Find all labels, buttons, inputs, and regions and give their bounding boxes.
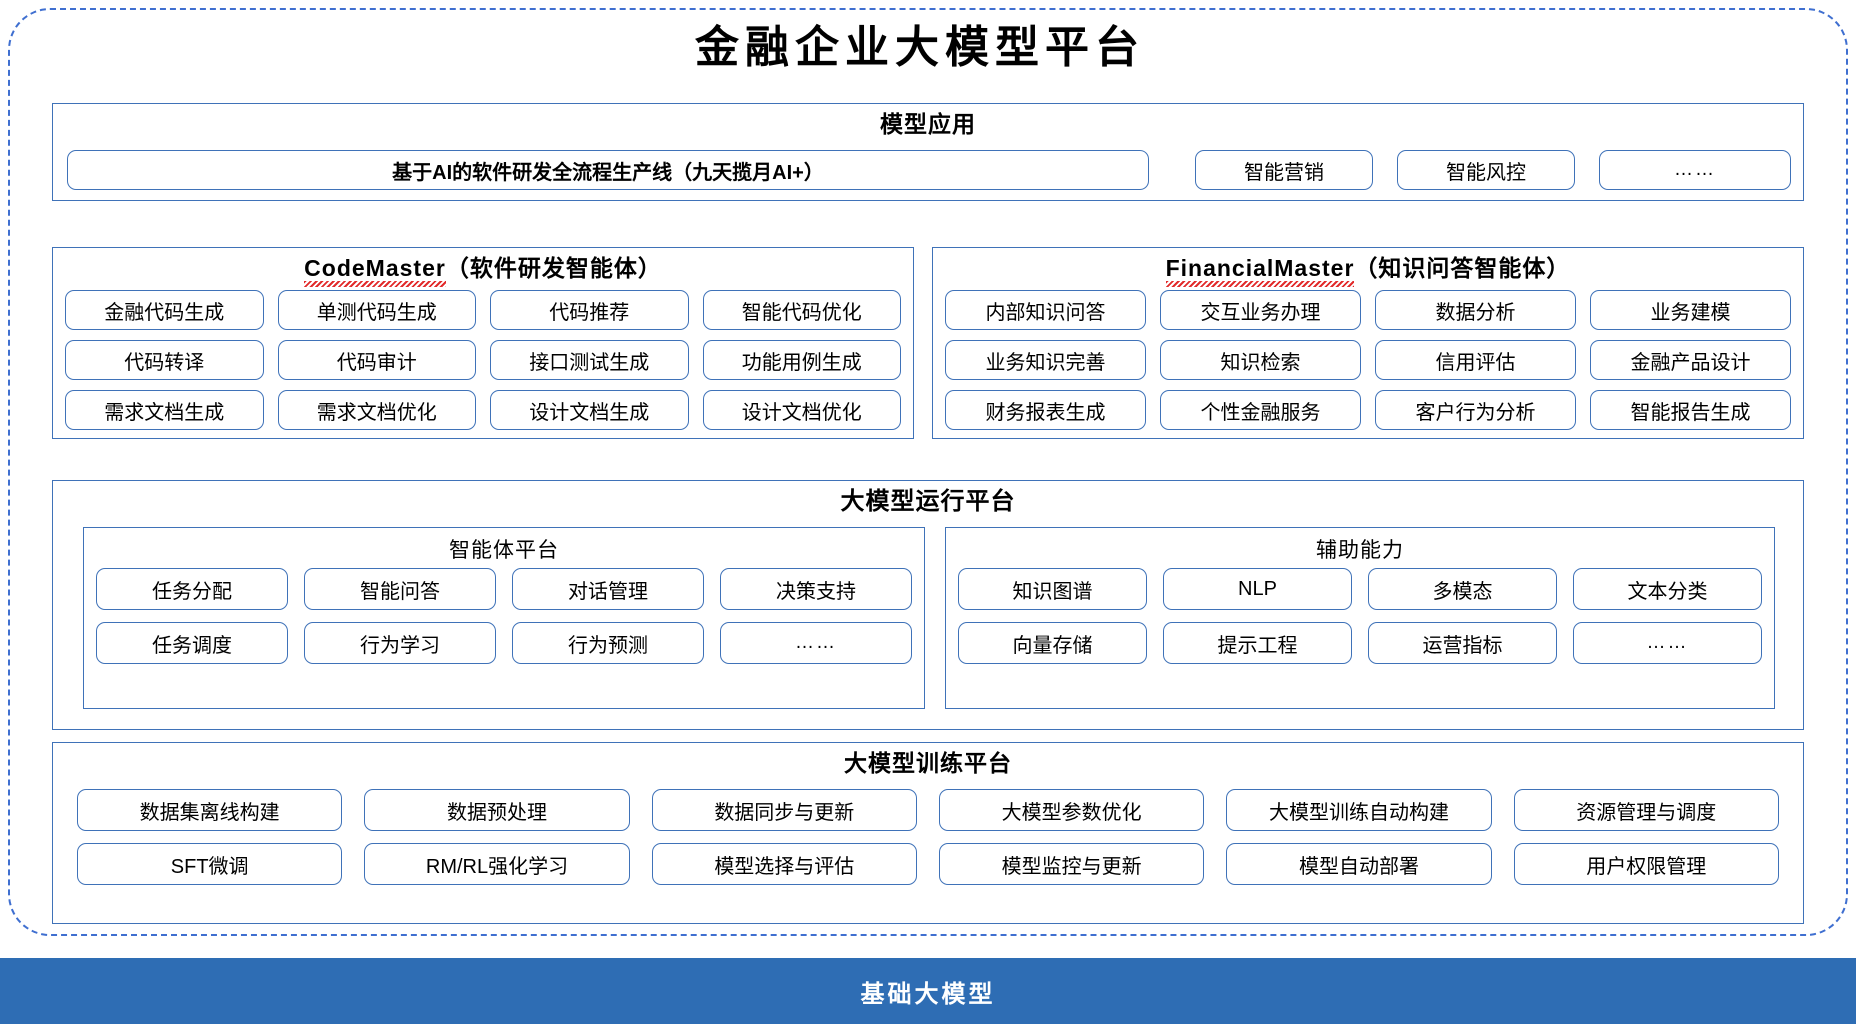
codemaster-row-2: 代码转译 代码审计 接口测试生成 功能用例生成: [65, 340, 901, 380]
training-chip[interactable]: 模型监控与更新: [938, 843, 1205, 885]
financialmaster-chip[interactable]: 智能报告生成: [1590, 390, 1791, 430]
financialmaster-chip[interactable]: 内部知识问答: [945, 290, 1146, 330]
app-item-smart-risk-control[interactable]: 智能风控: [1397, 150, 1575, 190]
codemaster-chip[interactable]: 设计文档优化: [702, 390, 901, 430]
foundation-model-bar: 基础大模型: [0, 958, 1856, 1024]
training-platform-panel: 大模型训练平台 数据集离线构建 数据预处理 数据同步与更新 大模型参数优化 大模…: [52, 742, 1804, 924]
runtime-platform-panel: 大模型运行平台 智能体平台 任务分配 智能问答 对话管理 决策支持 任务调度 行…: [52, 480, 1804, 730]
codemaster-name-en: CodeMaster: [304, 255, 446, 281]
financialmaster-chip[interactable]: 交互业务办理: [1160, 290, 1361, 330]
agent-platform-chip-ellipsis[interactable]: ……: [720, 622, 912, 664]
codemaster-name-en-wrap: CodeMaster: [304, 255, 446, 287]
codemaster-chip[interactable]: 代码转译: [65, 340, 264, 380]
financialmaster-chip[interactable]: 客户行为分析: [1375, 390, 1576, 430]
assist-capability-row-2: 向量存储 提示工程 运营指标 ……: [958, 622, 1762, 664]
codemaster-chip[interactable]: 金融代码生成: [65, 290, 264, 330]
assist-capability-chip[interactable]: 向量存储: [958, 622, 1147, 664]
assist-capability-chip[interactable]: 多模态: [1368, 568, 1557, 610]
agent-platform-chip[interactable]: 行为学习: [304, 622, 496, 664]
financialmaster-chip[interactable]: 知识检索: [1160, 340, 1361, 380]
runtime-platform-title: 大模型运行平台: [840, 488, 1016, 515]
spellcheck-underline-icon: [304, 280, 446, 287]
assist-capability-row-1: 知识图谱 NLP 多模态 文本分类: [958, 568, 1762, 610]
assist-capability-grid: 知识图谱 NLP 多模态 文本分类 向量存储 提示工程 运营指标 ……: [958, 568, 1762, 664]
assist-capability-chip[interactable]: 知识图谱: [958, 568, 1147, 610]
financialmaster-panel: FinancialMaster（知识问答智能体） 内部知识问答 交互业务办理 数…: [932, 247, 1804, 439]
codemaster-capability-grid: 金融代码生成 单测代码生成 代码推荐 智能代码优化 代码转译 代码审计 接口测试…: [65, 290, 901, 430]
assist-capability-chip[interactable]: 文本分类: [1573, 568, 1762, 610]
codemaster-title: CodeMaster（软件研发智能体）: [53, 248, 913, 287]
agent-platform-chip[interactable]: 智能问答: [304, 568, 496, 610]
financialmaster-title: FinancialMaster（知识问答智能体）: [933, 248, 1803, 287]
training-chip[interactable]: 模型自动部署: [1226, 843, 1492, 885]
app-item-smart-marketing[interactable]: 智能营销: [1195, 150, 1373, 190]
assist-capability-title: 辅助能力: [1316, 539, 1404, 562]
codemaster-name-cn: （软件研发智能体）: [445, 255, 662, 281]
financialmaster-capability-grid: 内部知识问答 交互业务办理 数据分析 业务建模 业务知识完善 知识检索 信用评估…: [945, 290, 1791, 430]
agent-platform-row-2: 任务调度 行为学习 行为预测 ……: [96, 622, 912, 664]
application-layer-title: 模型应用: [880, 111, 976, 137]
agent-platform-chip[interactable]: 任务调度: [96, 622, 288, 664]
assist-capability-subpanel: 辅助能力 知识图谱 NLP 多模态 文本分类 向量存储 提示工程 运营指标 ……: [945, 527, 1775, 709]
codemaster-chip[interactable]: 需求文档生成: [65, 390, 264, 430]
agent-platform-chip[interactable]: 决策支持: [720, 568, 912, 610]
financialmaster-chip[interactable]: 业务建模: [1590, 290, 1791, 330]
codemaster-chip[interactable]: 接口测试生成: [490, 340, 689, 380]
agent-platform-grid: 任务分配 智能问答 对话管理 决策支持 任务调度 行为学习 行为预测 ……: [96, 568, 912, 664]
codemaster-row-1: 金融代码生成 单测代码生成 代码推荐 智能代码优化: [65, 290, 901, 330]
financialmaster-name-en-wrap: FinancialMaster: [1165, 255, 1355, 287]
training-chip[interactable]: 大模型训练自动构建: [1226, 789, 1492, 831]
codemaster-row-3: 需求文档生成 需求文档优化 设计文档生成 设计文档优化: [65, 390, 901, 430]
financialmaster-row-1: 内部知识问答 交互业务办理 数据分析 业务建模: [945, 290, 1791, 330]
training-chip[interactable]: SFT微调: [77, 843, 343, 885]
financialmaster-row-2: 业务知识完善 知识检索 信用评估 金融产品设计: [945, 340, 1791, 380]
codemaster-chip[interactable]: 代码推荐: [490, 290, 689, 330]
agent-platform-title: 智能体平台: [449, 539, 559, 562]
codemaster-chip[interactable]: 需求文档优化: [277, 390, 476, 430]
training-row-1: 数据集离线构建 数据预处理 数据同步与更新 大模型参数优化 大模型训练自动构建 …: [77, 789, 1779, 831]
training-chip[interactable]: 用户权限管理: [1513, 843, 1779, 885]
assist-capability-chip[interactable]: NLP: [1163, 568, 1352, 610]
training-chip[interactable]: 大模型参数优化: [938, 789, 1205, 831]
financialmaster-chip[interactable]: 数据分析: [1375, 290, 1576, 330]
financialmaster-chip[interactable]: 信用评估: [1375, 340, 1576, 380]
codemaster-chip[interactable]: 代码审计: [277, 340, 476, 380]
codemaster-chip[interactable]: 智能代码优化: [702, 290, 901, 330]
training-row-2: SFT微调 RM/RL强化学习 模型选择与评估 模型监控与更新 模型自动部署 用…: [77, 843, 1779, 885]
agent-platform-subpanel: 智能体平台 任务分配 智能问答 对话管理 决策支持 任务调度 行为学习 行为预测…: [83, 527, 925, 709]
financialmaster-chip[interactable]: 个性金融服务: [1160, 390, 1361, 430]
codemaster-chip[interactable]: 设计文档生成: [490, 390, 689, 430]
assist-capability-chip[interactable]: 提示工程: [1163, 622, 1352, 664]
financialmaster-name-en: FinancialMaster: [1165, 255, 1355, 281]
training-chip[interactable]: 数据预处理: [364, 789, 630, 831]
financialmaster-chip[interactable]: 业务知识完善: [945, 340, 1146, 380]
training-chip[interactable]: 模型选择与评估: [651, 843, 917, 885]
training-platform-title: 大模型训练平台: [844, 750, 1012, 776]
app-item-ellipsis[interactable]: ……: [1599, 150, 1791, 190]
foundation-divider: [0, 952, 1856, 954]
financialmaster-chip[interactable]: 金融产品设计: [1590, 340, 1791, 380]
training-chip[interactable]: RM/RL强化学习: [364, 843, 630, 885]
training-platform-grid: 数据集离线构建 数据预处理 数据同步与更新 大模型参数优化 大模型训练自动构建 …: [77, 789, 1779, 885]
application-item-row: 基于AI的软件研发全流程生产线（九天揽月AI+） 智能营销 智能风控 ……: [67, 150, 1791, 190]
financialmaster-chip[interactable]: 财务报表生成: [945, 390, 1146, 430]
training-chip[interactable]: 数据同步与更新: [651, 789, 917, 831]
assist-capability-chip[interactable]: 运营指标: [1368, 622, 1557, 664]
application-layer-panel: 模型应用 基于AI的软件研发全流程生产线（九天揽月AI+） 智能营销 智能风控 …: [52, 103, 1804, 201]
spellcheck-underline-icon: [1165, 280, 1355, 287]
training-chip[interactable]: 资源管理与调度: [1513, 789, 1779, 831]
agent-platform-row-1: 任务分配 智能问答 对话管理 决策支持: [96, 568, 912, 610]
app-item-ai-pipeline[interactable]: 基于AI的软件研发全流程生产线（九天揽月AI+）: [67, 150, 1149, 190]
agent-platform-chip[interactable]: 对话管理: [512, 568, 704, 610]
training-chip[interactable]: 数据集离线构建: [77, 789, 343, 831]
agent-platform-chip[interactable]: 行为预测: [512, 622, 704, 664]
codemaster-chip[interactable]: 功能用例生成: [702, 340, 901, 380]
financialmaster-name-cn: （知识问答智能体）: [1354, 255, 1571, 281]
agent-platform-chip[interactable]: 任务分配: [96, 568, 288, 610]
assist-capability-chip-ellipsis[interactable]: ……: [1573, 622, 1762, 664]
codemaster-panel: CodeMaster（软件研发智能体） 金融代码生成 单测代码生成 代码推荐 智…: [52, 247, 914, 439]
page-title: 金融企业大模型平台: [695, 23, 1145, 72]
financialmaster-row-3: 财务报表生成 个性金融服务 客户行为分析 智能报告生成: [945, 390, 1791, 430]
codemaster-chip[interactable]: 单测代码生成: [277, 290, 476, 330]
